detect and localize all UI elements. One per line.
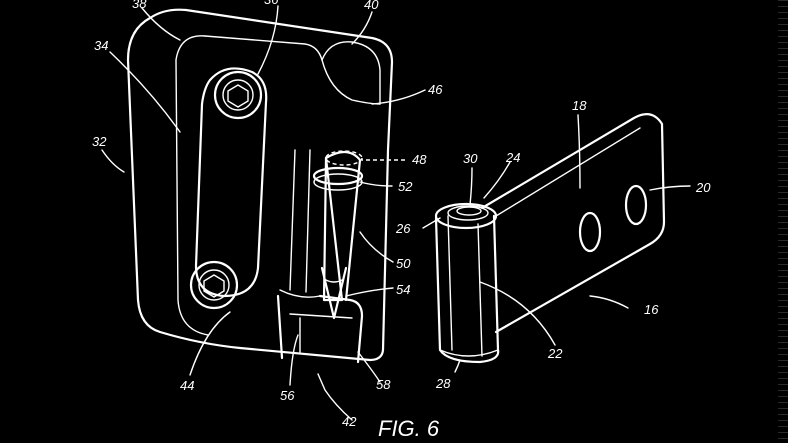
ref-52: 52 xyxy=(398,179,413,194)
ref-24: 24 xyxy=(505,150,520,165)
ref-34: 34 xyxy=(94,38,108,53)
ref-28: 28 xyxy=(435,376,451,391)
ref-26: 26 xyxy=(395,221,411,236)
ref-54: 54 xyxy=(396,282,410,297)
ref-30: 30 xyxy=(463,151,478,166)
ref-46: 46 xyxy=(428,82,443,97)
reference-numerals: 38 36 40 34 32 46 48 52 50 54 44 56 58 4… xyxy=(92,0,711,429)
mounting-plate xyxy=(126,8,394,364)
ref-40: 40 xyxy=(364,0,379,12)
ref-58: 58 xyxy=(376,377,391,392)
hinge-leaf xyxy=(480,113,666,334)
ref-20: 20 xyxy=(695,180,711,195)
ref-56: 56 xyxy=(280,388,295,403)
ref-44: 44 xyxy=(180,378,194,393)
ref-22: 22 xyxy=(547,346,563,361)
scroll-edge xyxy=(778,0,788,443)
ref-32: 32 xyxy=(92,134,107,149)
ref-38: 38 xyxy=(132,0,147,11)
ref-36: 36 xyxy=(264,0,279,7)
ref-16: 16 xyxy=(644,302,659,317)
figure-caption: FIG. 6 xyxy=(378,416,440,441)
ref-50: 50 xyxy=(396,256,411,271)
ref-48: 48 xyxy=(412,152,427,167)
ref-42: 42 xyxy=(342,414,357,429)
hinge-knuckle xyxy=(434,202,500,364)
leader-lines xyxy=(101,5,691,421)
ref-18: 18 xyxy=(572,98,587,113)
